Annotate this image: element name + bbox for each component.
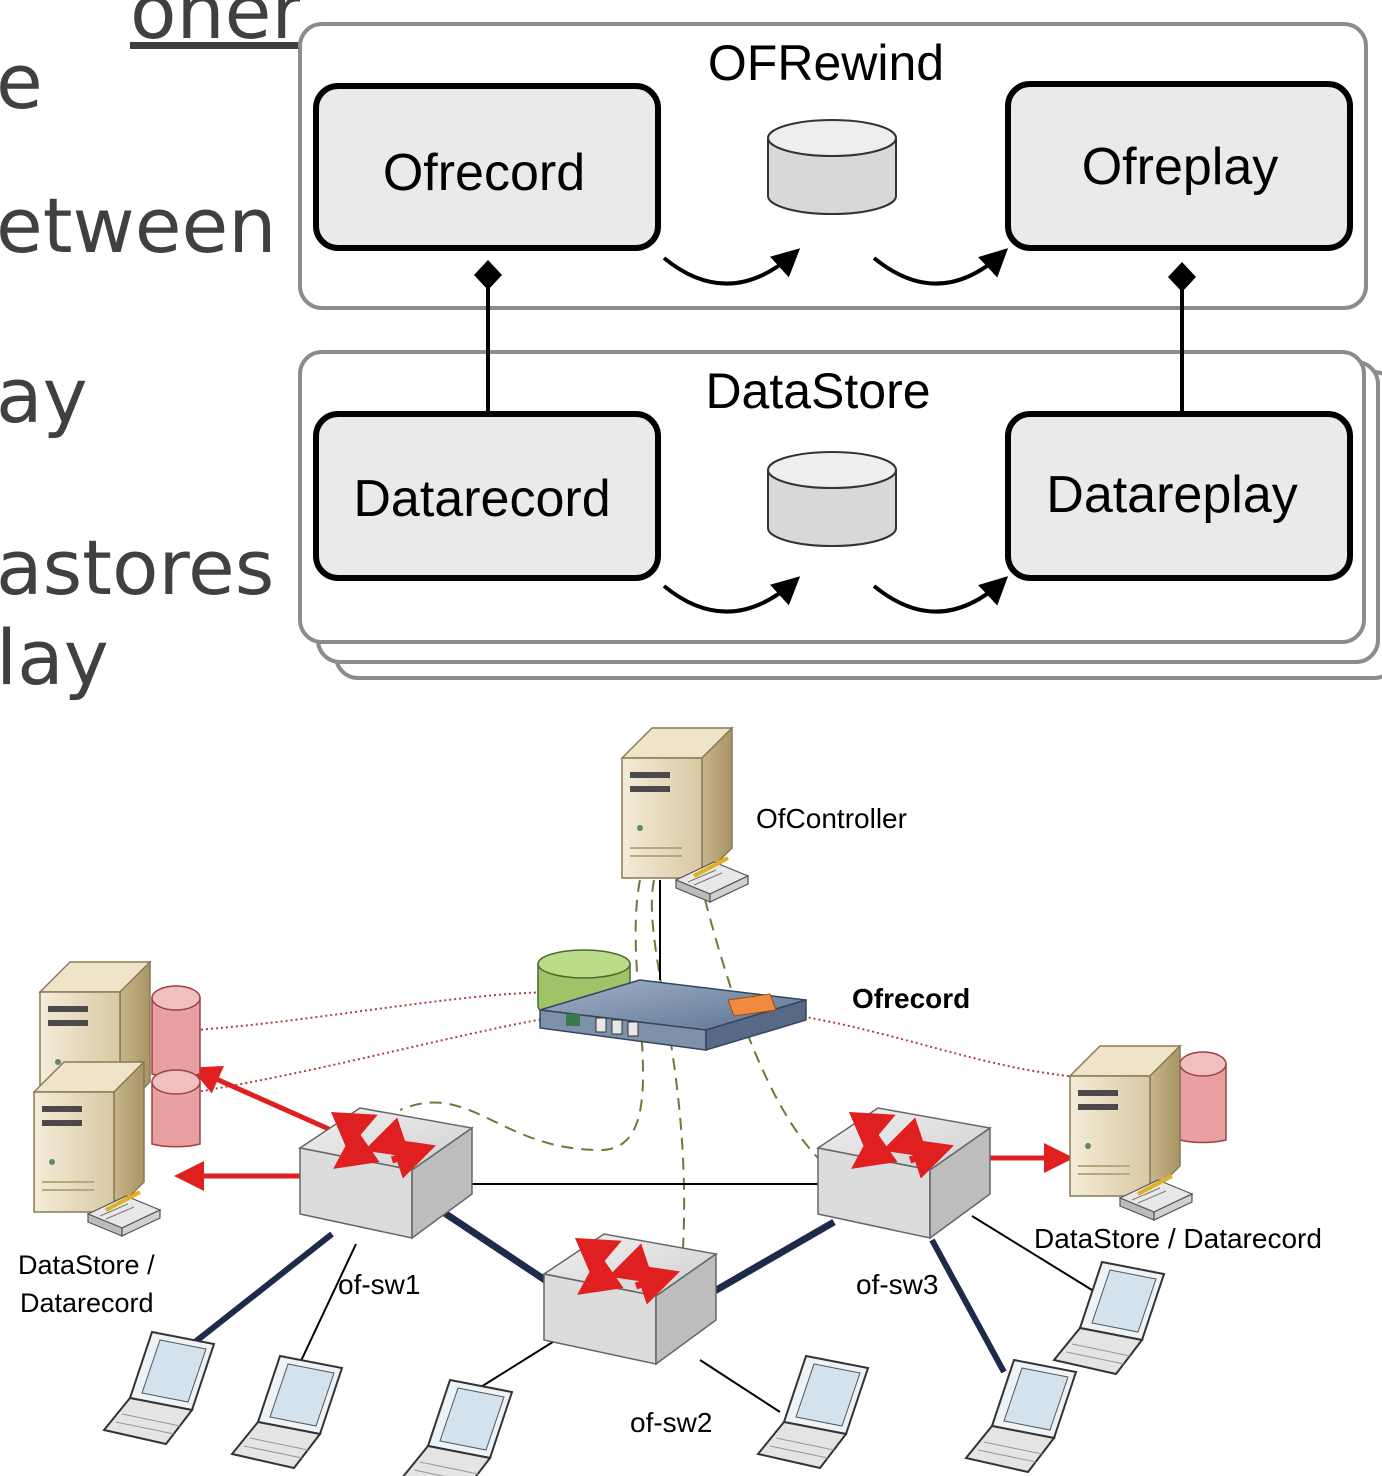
sw1-datastore-upper-link bbox=[190, 1066, 342, 1137]
ofrecord-label: Ofrecord bbox=[852, 983, 970, 1014]
switch-of-sw2-label: of-sw2 bbox=[630, 1407, 712, 1438]
sw2-laptop-4-link bbox=[699, 1359, 781, 1413]
architecture-diagram: OFRewind DataStore Ofrecord Ofreplay Dat… bbox=[298, 22, 1382, 680]
slide-text-line-4: ay bbox=[0, 351, 88, 440]
datastore-left-upper-dotted-link bbox=[195, 990, 573, 1031]
ofrewind-title: OFRewind bbox=[708, 35, 944, 91]
switch-of-sw3-label: of-sw3 bbox=[856, 1269, 938, 1300]
ofcontroller-server-icon bbox=[621, 727, 750, 904]
laptop-5-icon bbox=[965, 1359, 1077, 1473]
slide-text-line-2: e bbox=[0, 37, 43, 126]
sw2-laptop-3-link bbox=[475, 1339, 557, 1391]
control-channel-sw2 bbox=[650, 879, 686, 1291]
datastore-left-label-line-1: DataStore / bbox=[18, 1250, 155, 1280]
switch-of-sw3-icon bbox=[818, 1108, 990, 1238]
storage-to-datareplay-arrow bbox=[872, 576, 1009, 614]
laptop-3-icon bbox=[401, 1379, 513, 1476]
slide-text-line-5: astores bbox=[0, 523, 275, 612]
datastore-left-label-line-2: Datarecord bbox=[20, 1288, 154, 1318]
sw1-sw2-trunk bbox=[438, 1207, 562, 1293]
laptop-4-icon bbox=[757, 1355, 869, 1469]
datarecord-box bbox=[313, 411, 661, 581]
sw1-laptop-2-link bbox=[291, 1243, 357, 1381]
ofreplay-box-label: Ofreplay bbox=[1082, 138, 1279, 196]
datastore-storage-icon bbox=[767, 451, 897, 547]
ofrecord-diamond-icon bbox=[474, 260, 502, 290]
sw1-laptop-1-link bbox=[188, 1231, 334, 1349]
ofrecord-appliance-icon bbox=[537, 949, 807, 1052]
slide-text-fragment: onents: e etween ay astores lay bbox=[0, 0, 300, 720]
ofrecord-box-label: Ofrecord bbox=[383, 144, 585, 202]
sw3-laptop-5-link bbox=[929, 1238, 1007, 1374]
switch-of-sw2-icon bbox=[544, 1234, 716, 1364]
ofreplay-box bbox=[1005, 81, 1353, 251]
datareplay-box-label: Datareplay bbox=[1046, 466, 1297, 524]
ofrecord-box bbox=[313, 83, 661, 251]
storage-to-ofreplay-arrow bbox=[872, 248, 1009, 286]
control-channel-sw1 bbox=[399, 879, 644, 1152]
sw3-laptop-6-link bbox=[971, 1215, 1093, 1291]
ofreplay-diamond-icon bbox=[1168, 262, 1196, 292]
datastore-left-server-icon bbox=[33, 961, 201, 1238]
ofrecord-to-storage-arrow bbox=[662, 248, 801, 286]
datastore-right-dotted-link bbox=[773, 1011, 1091, 1079]
sw2-sw3-trunk bbox=[704, 1218, 836, 1300]
ofcontroller-label: OfController bbox=[756, 803, 907, 834]
datarecord-to-storage-arrow bbox=[662, 576, 801, 614]
slide-text-line-6: lay bbox=[0, 613, 109, 702]
datastore-right-server-icon bbox=[1069, 1045, 1227, 1222]
laptop-2-icon bbox=[231, 1355, 343, 1469]
ofrewind-storage-icon bbox=[767, 119, 897, 215]
datarecord-box-label: Datarecord bbox=[353, 470, 610, 528]
datastore-title: DataStore bbox=[705, 363, 930, 419]
network-diagram: OfController Ofrecord DataStore / Dat bbox=[18, 727, 1322, 1476]
datareplay-box bbox=[1005, 411, 1353, 581]
slide-text-line-3: etween bbox=[0, 181, 277, 270]
datastore-left-lower-dotted-link bbox=[195, 1013, 573, 1093]
slide-text-line-1: onents: bbox=[130, 0, 300, 56]
laptop-1-icon bbox=[103, 1331, 215, 1445]
datastore-right-label: DataStore / Datarecord bbox=[1034, 1223, 1322, 1254]
laptop-6-icon bbox=[1053, 1261, 1165, 1375]
switch-of-sw1-label: of-sw1 bbox=[338, 1269, 420, 1300]
